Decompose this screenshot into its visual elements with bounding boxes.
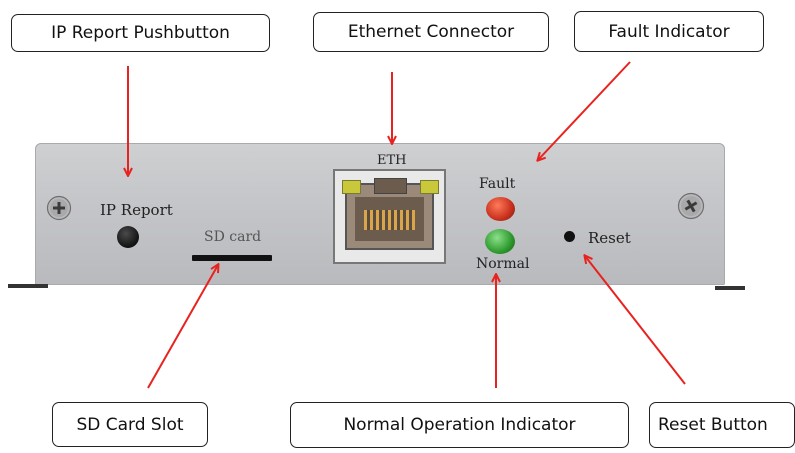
normal-label: Normal <box>476 256 530 272</box>
reset-label: Reset <box>588 229 631 247</box>
callout-ip-report-pushbutton: IP Report Pushbutton <box>11 14 270 52</box>
screw-icon-right <box>677 192 705 220</box>
eth-led-right <box>420 180 439 194</box>
normal-led <box>485 229 515 254</box>
callout-normal-operation-indicator: Normal Operation Indicator <box>290 402 629 448</box>
callout-ethernet-connector: Ethernet Connector <box>313 12 549 52</box>
arrow-icon-sd-card <box>147 265 218 389</box>
fault-led <box>486 197 515 221</box>
sd-card-slot[interactable] <box>192 255 272 261</box>
callout-reset-button: Reset Button <box>649 402 795 448</box>
callout-fault-indicator: Fault Indicator <box>574 11 764 52</box>
base-line-left <box>8 284 48 288</box>
ethernet-latch <box>374 178 407 194</box>
screw-icon-left <box>46 195 72 221</box>
callout-sd-card-slot: SD Card Slot <box>52 402 208 447</box>
eth-label: ETH <box>377 153 407 168</box>
reset-button[interactable] <box>564 231 575 242</box>
arrow-icon-fault <box>538 61 631 160</box>
sd-card-label: SD card <box>204 229 262 245</box>
ip-report-button[interactable] <box>117 226 139 248</box>
fault-label: Fault <box>479 176 516 192</box>
ethernet-contacts <box>364 210 415 230</box>
eth-led-left <box>342 180 361 194</box>
ip-report-label: IP Report <box>100 201 173 219</box>
arrow-icon-reset <box>585 256 686 385</box>
base-line-right <box>715 286 745 290</box>
